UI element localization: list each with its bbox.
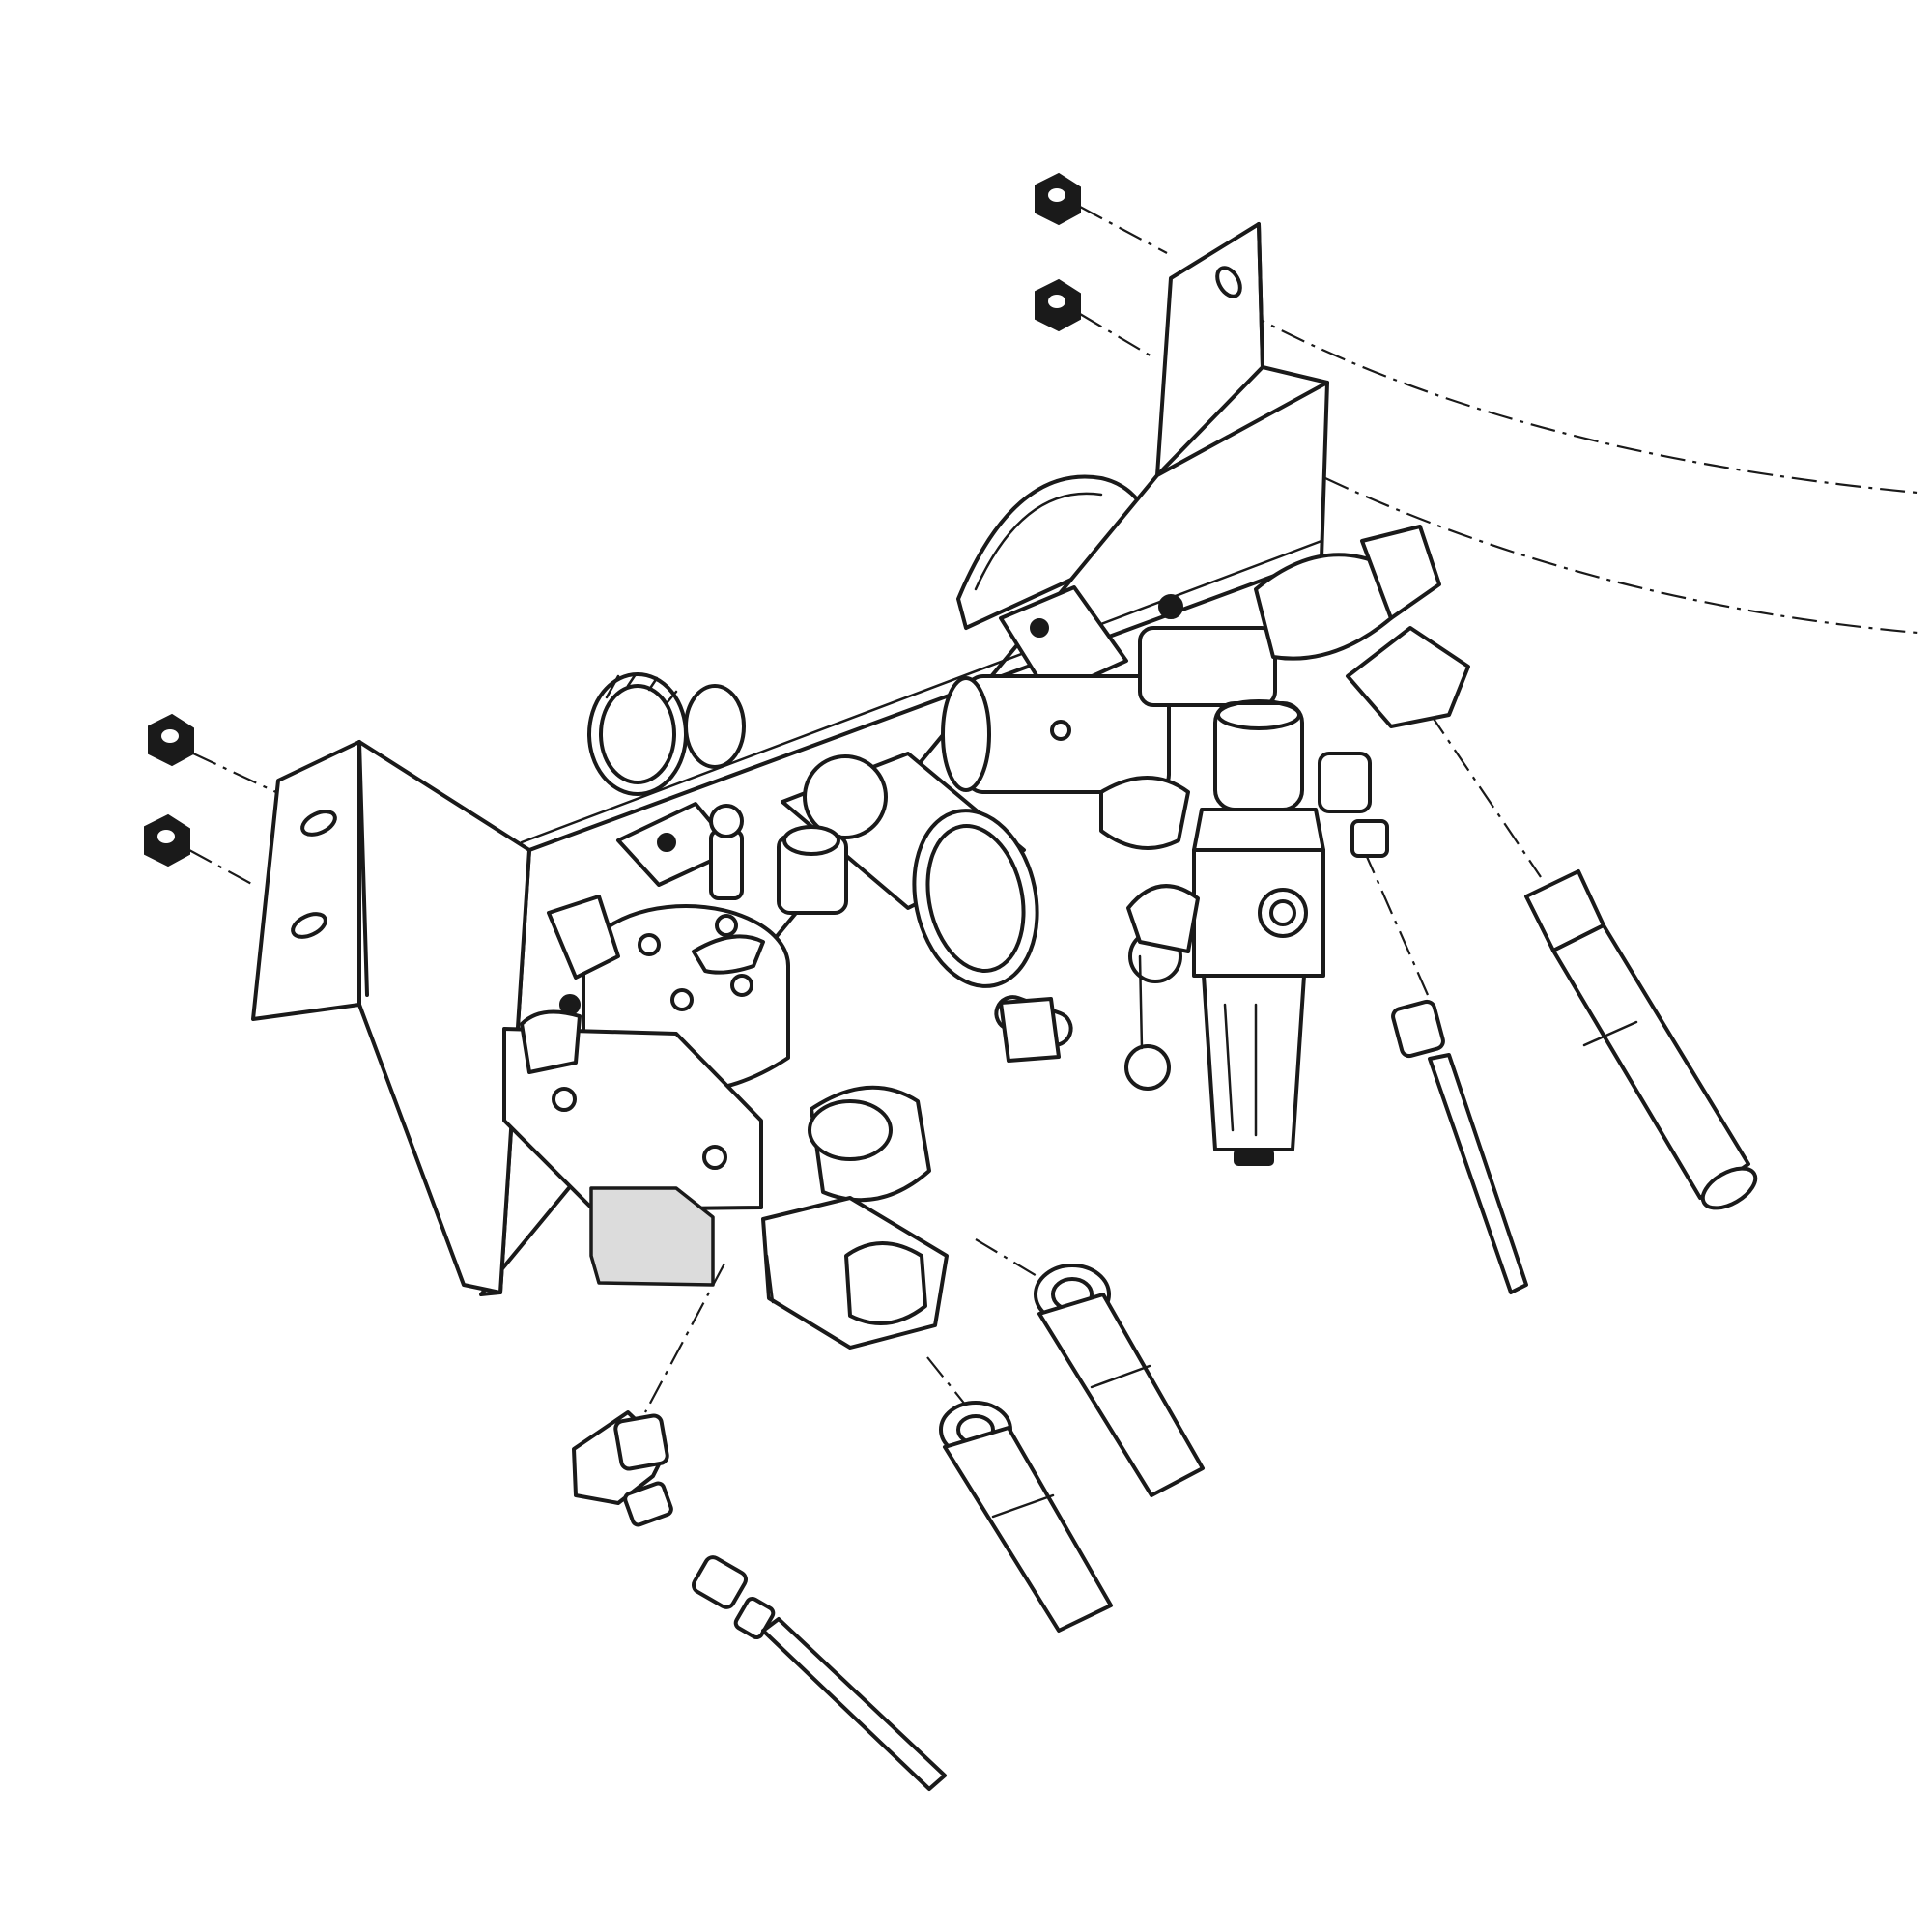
swivel-elbow-fitting xyxy=(572,1410,673,1527)
gauge-collar xyxy=(803,754,888,839)
tube-fitting xyxy=(1391,999,1528,1294)
top-fitting-a-cap xyxy=(709,804,744,838)
leader-line-nut-2 xyxy=(1079,313,1154,358)
leader-line-coupler-right xyxy=(1429,712,1542,878)
hex-nut-fitting-upper xyxy=(1360,525,1441,620)
mounting-bracket xyxy=(251,222,1329,1296)
coupler-mouth xyxy=(1700,1166,1758,1210)
tube-fitting-ferrule xyxy=(733,1596,776,1640)
knob-grip-ridges xyxy=(605,672,678,705)
bracket-left-slot-bottom xyxy=(291,912,327,939)
leader-line-nut-3 xyxy=(192,753,281,795)
quick-connect-coupler xyxy=(939,1401,1113,1633)
coupler-groove xyxy=(1090,1364,1151,1389)
mini-valve-body xyxy=(1126,884,1200,953)
lower-body-hole xyxy=(552,1087,577,1112)
regulator-side-fitting xyxy=(1318,752,1372,813)
manifold-block xyxy=(1138,626,1277,707)
leader-line-coupler-mid xyxy=(975,1238,1044,1281)
bracket-left-slot-top xyxy=(300,810,337,837)
regulator-cap-top xyxy=(1216,699,1301,730)
leader-line-arc-upper xyxy=(1241,309,1918,495)
filter-bowl xyxy=(1202,974,1306,1151)
bracket-left-ear-fold xyxy=(357,740,369,997)
lower-left-cap xyxy=(520,1009,582,1074)
elbow-thread xyxy=(623,1481,673,1527)
valve-mount-screw xyxy=(1030,618,1049,638)
top-fitting-a xyxy=(709,829,744,900)
elbow-cap xyxy=(613,1413,669,1471)
outlet-pin xyxy=(765,1254,775,1304)
hex-nut-fitting-lower xyxy=(1346,626,1470,728)
head-bolt-4 xyxy=(730,974,753,997)
bracket-left-flange xyxy=(357,740,531,1294)
coupler-body xyxy=(1037,1293,1205,1497)
head-bolt-2 xyxy=(715,914,738,937)
tube-fitting-stem xyxy=(1428,1053,1528,1294)
regulator-outlet-nut xyxy=(1350,819,1389,858)
top-fitting-b-cap xyxy=(782,825,840,856)
mini-valve-ring-dangle xyxy=(1124,1044,1171,1091)
bracket-left-ear xyxy=(251,740,361,1021)
regulator-lower-body xyxy=(502,1027,763,1211)
coupler-groove xyxy=(1582,1020,1638,1047)
mini-valve-ring-stem xyxy=(1138,954,1144,1050)
hex-outlet-upper-face xyxy=(808,1099,893,1161)
head-bolt-1 xyxy=(638,933,661,956)
regulator-mount-screw xyxy=(657,833,676,852)
coupler-groove xyxy=(991,1493,1055,1519)
mini-valve-left xyxy=(1099,776,1190,850)
leader-line-nut-1 xyxy=(1079,206,1168,254)
tube-fitting xyxy=(692,1555,947,1791)
hex-nut xyxy=(148,713,194,767)
bracket-right-ear-fold xyxy=(1257,222,1329,384)
regulator-collar xyxy=(1192,808,1325,852)
lower-body-hole-right xyxy=(702,1145,727,1170)
hex-nut xyxy=(1035,172,1081,226)
valve-mount-right xyxy=(941,585,1171,794)
fluid-regulator-block xyxy=(502,802,1061,1350)
filter-bowl-ribs xyxy=(1223,1003,1258,1137)
coupler-body xyxy=(1551,923,1750,1200)
coupler-body xyxy=(943,1426,1113,1633)
leader-line-tube-right xyxy=(1362,849,1430,996)
outlet-block xyxy=(589,1186,715,1287)
leader-line-nut-4 xyxy=(188,849,258,888)
knob-collar xyxy=(684,684,746,769)
tube-fitting-nut xyxy=(692,1555,748,1609)
knob-body xyxy=(587,672,688,796)
valve-port-right xyxy=(1050,720,1071,741)
valve-mount-plate xyxy=(999,585,1128,697)
leader-line-coupler-low xyxy=(926,1356,967,1406)
leader-line-arc-lower xyxy=(1324,477,1918,635)
regulator-cap xyxy=(1213,701,1304,811)
leader-lines xyxy=(188,206,1918,1413)
loose-hex-nuts xyxy=(144,172,1081,867)
pressure-gauge-back-rim xyxy=(974,492,1103,591)
body-through-tube xyxy=(999,997,1061,1063)
quick-connect-coupler xyxy=(1524,869,1758,1210)
gauge-bezel xyxy=(925,823,1026,974)
bracket-right-slot xyxy=(1215,266,1242,298)
head-fitting xyxy=(692,934,765,975)
air-filter-regulator xyxy=(1099,525,1470,1166)
adjustment-knob xyxy=(587,672,746,796)
manifold-cap-screw xyxy=(1158,594,1183,619)
hex-nut xyxy=(144,813,190,867)
hex-nut xyxy=(1035,278,1081,332)
regulator-gauge-port-inner xyxy=(1269,899,1296,926)
hex-outlet-lower-face xyxy=(844,1241,927,1325)
leader-line-elbow xyxy=(644,1263,725,1413)
knob-inner-rim xyxy=(599,684,676,784)
left-side-fitting xyxy=(547,895,620,980)
tube-fitting-nut xyxy=(1391,999,1445,1059)
head-bolt-3 xyxy=(670,988,694,1011)
filter-drain xyxy=(1234,1149,1274,1166)
regulator-gauge-port xyxy=(1258,888,1308,938)
tube-fitting-stem xyxy=(761,1617,947,1791)
valve-body-end xyxy=(941,676,991,792)
quick-connect-coupler xyxy=(1034,1264,1205,1497)
